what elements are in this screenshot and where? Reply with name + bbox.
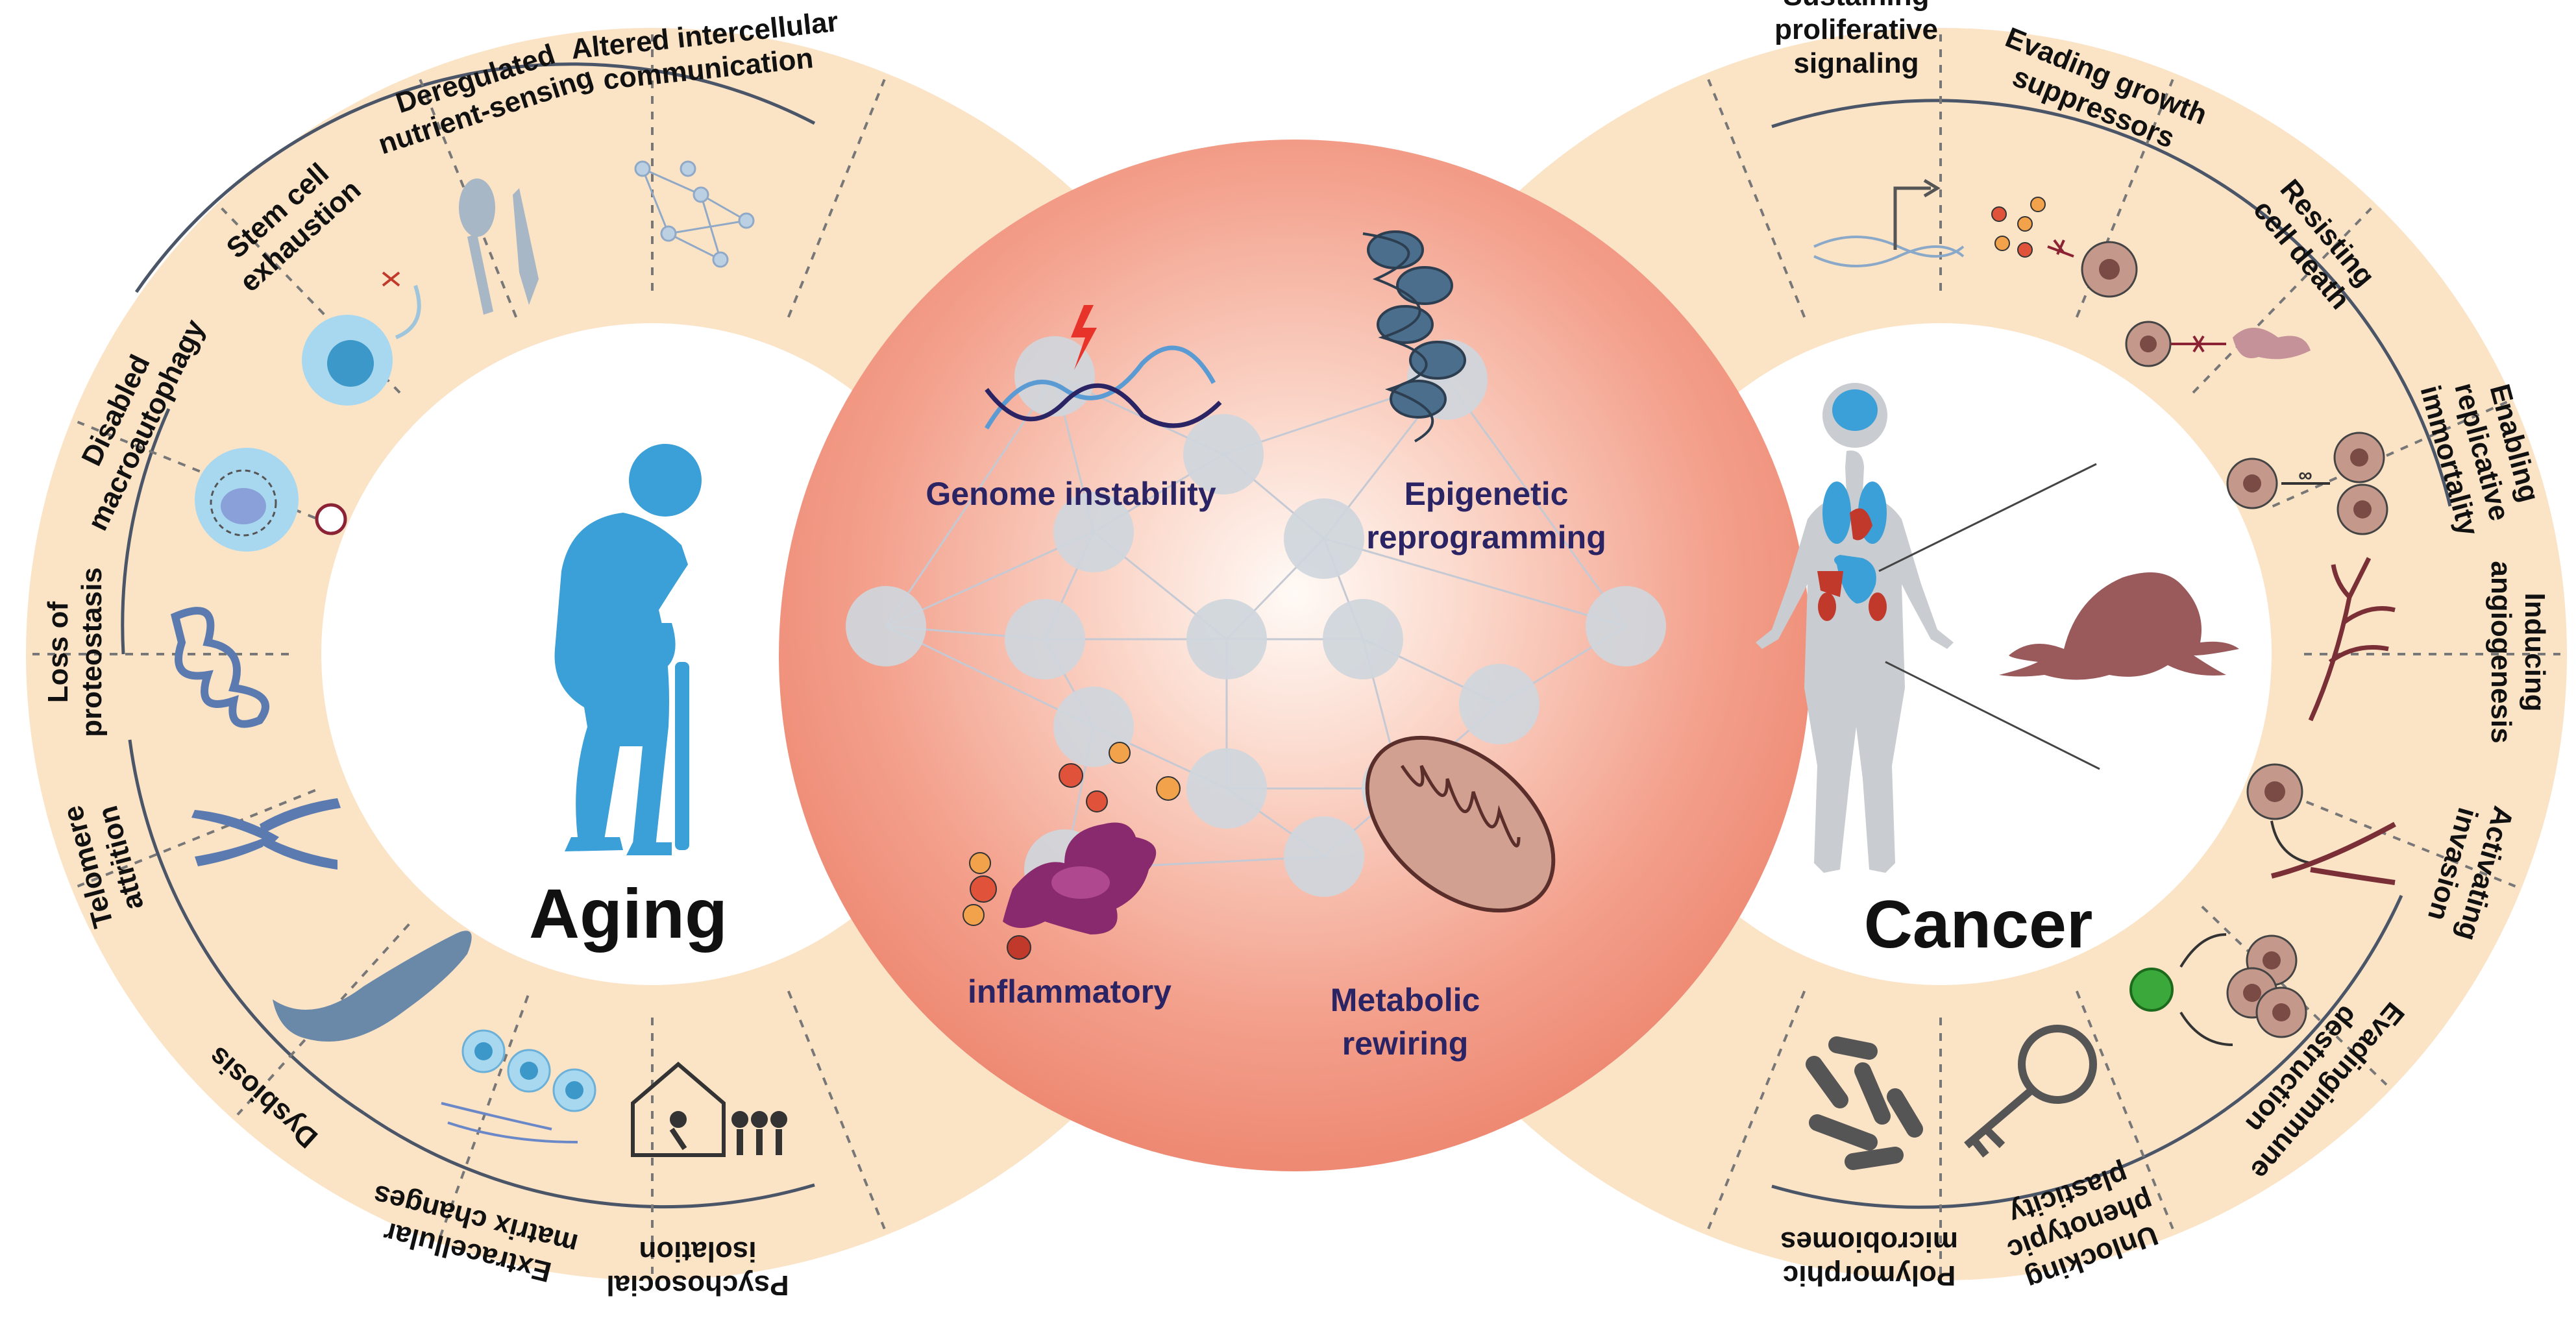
fork-knife-icon xyxy=(459,178,539,315)
mitochondrion-icon xyxy=(1365,735,1556,913)
cancer-hallmark-label-line: microbiomes xyxy=(1780,1226,1958,1258)
aging-hallmark-label-line: Psychosocial xyxy=(606,1269,789,1301)
aging-hallmark-label-line: proteostasis xyxy=(76,567,108,737)
sector-separator xyxy=(221,207,401,394)
network-node xyxy=(1183,414,1264,494)
network-edge xyxy=(1446,379,1627,627)
cancer-hallmark-label-line: angiogenesis xyxy=(2485,561,2517,743)
house-isolation-icon xyxy=(631,1062,787,1157)
aging-hallmark-label-line: isolation xyxy=(639,1236,757,1267)
aging-hallmark-label-line: Loss of xyxy=(42,601,74,703)
aging-title: Aging xyxy=(529,874,728,953)
aging-hallmark-label: Psychosocialisolation xyxy=(606,1236,789,1301)
sector-separator xyxy=(2272,400,2508,508)
nucleosome-chromatin-icon xyxy=(1362,230,1466,443)
network-edge xyxy=(1323,537,1626,628)
sector-separator xyxy=(787,79,886,318)
genome-instability-label: Genome instability xyxy=(926,476,1216,512)
cancer-hallmark-label-line: Inducing xyxy=(2519,592,2551,711)
cancer-hallmark-label-line: Sustaining xyxy=(1784,0,1930,12)
misfolded-protein-icon xyxy=(170,607,269,728)
network-node xyxy=(1586,586,1666,666)
sector-separator xyxy=(2277,788,2516,888)
tumor-icon xyxy=(1999,572,2239,680)
chromosome-icon xyxy=(191,798,341,870)
human-body-icon xyxy=(1756,383,2100,873)
autophagy-cell-icon xyxy=(195,448,347,552)
sector-separator xyxy=(2075,79,2174,318)
metabolic-label-line1: Metabolic xyxy=(1331,982,1480,1018)
cancer-hallmark-label-line: proliferative xyxy=(1774,14,1938,45)
gut-microbe-icon xyxy=(273,931,472,1042)
growth-suppressor-icon xyxy=(1991,197,2138,298)
cancer-title: Cancer xyxy=(1864,887,2093,962)
cancer-hallmark-label-line: Polymorphic xyxy=(1783,1260,1956,1291)
network-node xyxy=(1284,816,1364,897)
inflammatory-label: inflammatory xyxy=(968,973,1171,1010)
elderly-person-icon xyxy=(554,444,702,855)
sector-separator xyxy=(1707,990,1806,1230)
invasion-icon xyxy=(2246,763,2396,885)
network-node xyxy=(1186,748,1267,829)
sector-separator xyxy=(77,421,316,520)
network-node xyxy=(1323,599,1403,679)
sector-separator xyxy=(1707,79,1806,318)
network-node xyxy=(846,586,926,666)
epigenetic-label-line1: Epigenetic xyxy=(1405,476,1569,512)
svg-text:∞: ∞ xyxy=(2298,465,2312,486)
stem-cell-icon xyxy=(302,271,421,406)
inflammatory-cell-icon xyxy=(963,742,1181,960)
sector-separator xyxy=(439,995,530,1238)
dna-damage-icon xyxy=(984,305,1222,430)
epigenetic-label-line2: reprogramming xyxy=(1366,519,1606,555)
metabolic-label-line2: rewiring xyxy=(1342,1025,1468,1062)
sector-separator xyxy=(2192,207,2372,394)
communication-network-icon xyxy=(634,160,755,268)
cancer-hallmark-label: Polymorphicmicrobiomes xyxy=(1780,1226,1958,1291)
cancer-hallmark-label-line: signaling xyxy=(1793,47,1919,79)
sector-separator xyxy=(2075,990,2174,1230)
network-node xyxy=(1053,492,1134,572)
network-node xyxy=(1459,664,1539,744)
network-node xyxy=(1186,599,1267,679)
extracellular-matrix-icon xyxy=(441,1029,596,1143)
cancer-hallmark-label: Inducingangiogenesis xyxy=(2485,561,2551,743)
sector-separator xyxy=(77,788,316,888)
aging-hallmark-label: Loss ofproteostasis xyxy=(42,567,108,737)
network-node xyxy=(1005,599,1085,679)
angiogenesis-icon xyxy=(2308,557,2396,722)
network-node xyxy=(1284,498,1364,579)
sector-separator xyxy=(787,990,886,1230)
replicative-immortality-icon: ∞ xyxy=(2226,432,2388,535)
immune-evasion-icon xyxy=(2129,933,2307,1046)
dna-arrow-signaling-icon xyxy=(1813,178,1965,267)
center-sphere xyxy=(779,140,1811,1171)
resisting-cell-death-icon xyxy=(2125,321,2311,367)
key-plasticity-icon xyxy=(1964,1025,2097,1158)
microbiome-bacteria-icon xyxy=(1806,1036,1923,1170)
